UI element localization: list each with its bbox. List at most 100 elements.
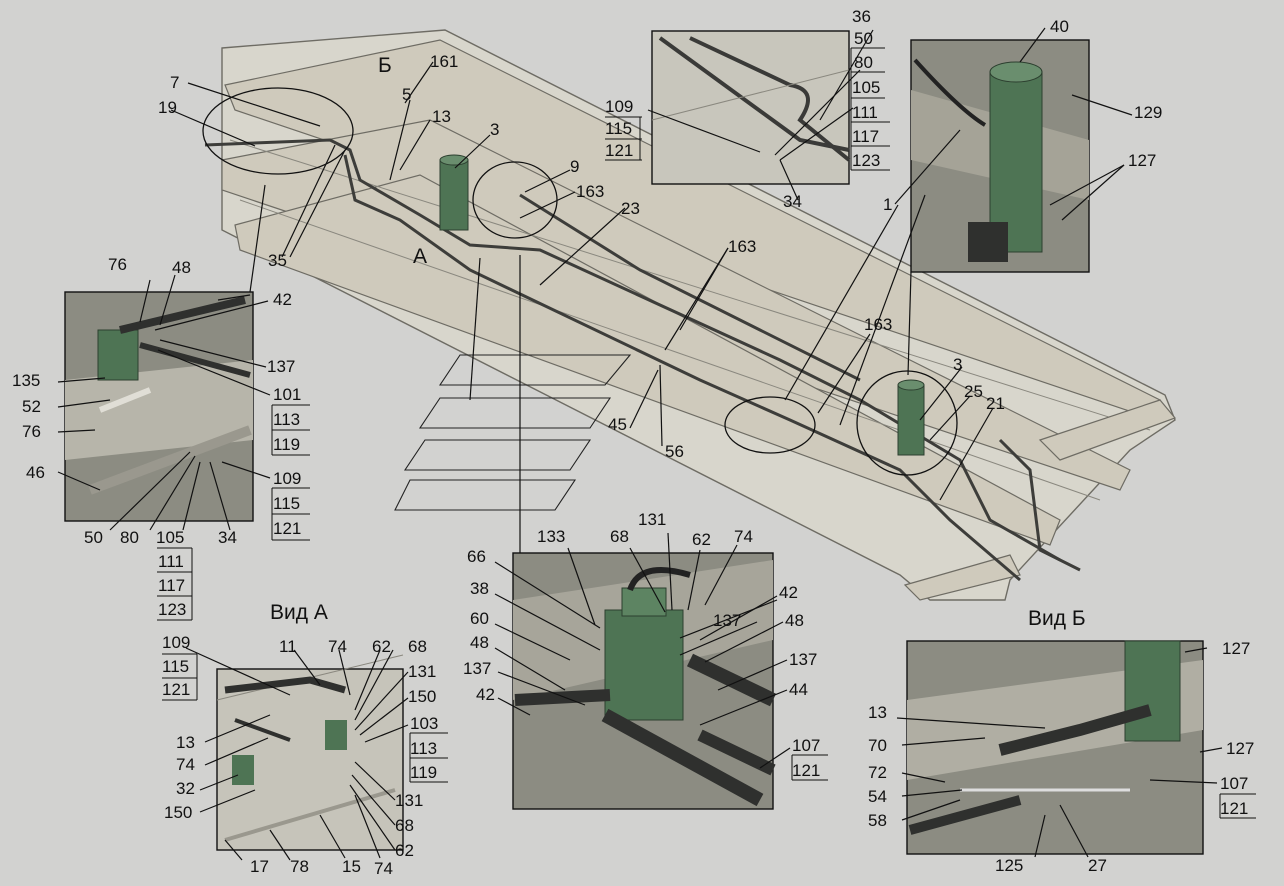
label-72: 72 xyxy=(868,763,887,782)
inset-view-a xyxy=(216,654,404,851)
label-32: 32 xyxy=(176,779,195,798)
label-34-b: 34 xyxy=(783,192,802,211)
label-115-a: 115 xyxy=(273,494,300,513)
label-13-a: 13 xyxy=(176,733,195,752)
label-3-front: 3 xyxy=(490,120,499,139)
label-50-a: 50 xyxy=(84,528,103,547)
view-a-title: Вид А xyxy=(270,601,328,624)
label-121-c: 121 xyxy=(162,680,190,699)
label-105-b: 105 xyxy=(852,78,880,97)
label-3-rear: 3 xyxy=(953,355,962,374)
label-131-b: 131 xyxy=(395,791,423,810)
label-127-a: 127 xyxy=(1128,151,1156,170)
label-163-a: 163 xyxy=(576,182,604,201)
leader-lines xyxy=(57,27,1223,861)
label-109-a: 109 xyxy=(273,469,301,488)
label-121-e: 121 xyxy=(1220,799,1248,818)
label-119-b: 119 xyxy=(410,763,437,782)
label-107-b: 107 xyxy=(1220,774,1248,793)
label-78: 78 xyxy=(290,857,309,876)
label-42-b: 42 xyxy=(476,685,495,704)
label-54: 54 xyxy=(868,787,887,806)
inset-view-b xyxy=(906,640,1204,855)
label-9: 9 xyxy=(570,157,579,176)
label-13-main: 13 xyxy=(432,107,451,126)
label-48-b: 48 xyxy=(470,633,489,652)
label-5: 5 xyxy=(402,85,411,104)
label-150-b: 150 xyxy=(164,803,192,822)
label-163-c: 163 xyxy=(864,315,892,334)
label-56: 56 xyxy=(665,442,684,461)
label-103: 103 xyxy=(410,714,438,733)
label-68-b: 68 xyxy=(395,816,414,835)
label-62-a: 62 xyxy=(372,637,391,656)
label-74-d: 74 xyxy=(734,527,753,546)
callout-b-circle xyxy=(202,87,354,175)
label-111-b: 111 xyxy=(852,103,878,122)
label-21: 21 xyxy=(986,394,1005,413)
label-48-c: 48 xyxy=(785,611,804,630)
label-60: 60 xyxy=(470,609,489,628)
number-underlines xyxy=(157,47,1256,819)
callout-mid-circle xyxy=(724,396,816,454)
label-113-a: 113 xyxy=(273,410,300,429)
label-52: 52 xyxy=(22,397,41,416)
label-127-c: 127 xyxy=(1226,739,1254,758)
label-74-b: 74 xyxy=(176,755,195,774)
label-123-a: 123 xyxy=(158,600,186,619)
marker-b: Б xyxy=(378,54,392,77)
label-46: 46 xyxy=(26,463,45,482)
label-76-a: 76 xyxy=(108,255,127,274)
label-25-visible: 25 xyxy=(964,382,983,401)
label-131-c: 131 xyxy=(638,510,666,529)
label-133: 133 xyxy=(537,527,565,546)
label-27: 27 xyxy=(1088,856,1107,875)
lift-cylinder-front xyxy=(439,154,469,231)
label-161: 161 xyxy=(430,52,458,71)
label-11: 11 xyxy=(279,637,297,656)
label-76-b: 76 xyxy=(22,422,41,441)
label-115-b: 115 xyxy=(605,119,632,138)
label-109-c: 109 xyxy=(162,633,190,652)
label-15: 15 xyxy=(342,857,361,876)
label-23: 23 xyxy=(621,199,640,218)
inset-line-zoom xyxy=(651,30,851,185)
label-107-a: 107 xyxy=(792,736,820,755)
part-number-labels: Б 161 7 19 5 13 3 9 163 23 А 35 163 163 … xyxy=(12,7,1254,878)
label-80-b: 80 xyxy=(854,53,873,72)
label-121-a: 121 xyxy=(273,519,301,538)
label-1: 1 xyxy=(883,195,892,214)
label-113-b: 113 xyxy=(410,739,437,758)
label-42-c: 42 xyxy=(779,583,798,602)
label-137-a: 137 xyxy=(267,357,295,376)
label-121-b: 121 xyxy=(605,141,633,160)
view-b-title: Вид Б xyxy=(1028,607,1086,630)
label-74-a: 74 xyxy=(328,637,347,656)
label-68-c: 68 xyxy=(610,527,629,546)
label-13-b: 13 xyxy=(868,703,887,722)
label-135: 135 xyxy=(12,371,40,390)
label-66: 66 xyxy=(467,547,486,566)
label-137-d: 137 xyxy=(789,650,817,669)
label-131-a: 131 xyxy=(408,662,436,681)
inset-cylinder-zoom xyxy=(910,39,1090,273)
lift-cylinder-rear xyxy=(897,379,925,456)
label-129: 129 xyxy=(1134,103,1162,122)
label-45: 45 xyxy=(608,415,627,434)
label-40: 40 xyxy=(1050,17,1069,36)
label-101: 101 xyxy=(273,385,301,404)
label-58: 58 xyxy=(868,811,887,830)
label-111-a: 111 xyxy=(158,552,184,571)
label-17: 17 xyxy=(250,857,269,876)
label-19: 19 xyxy=(158,98,177,117)
inset-distributor-zoom xyxy=(512,552,777,810)
label-80-a: 80 xyxy=(120,528,139,547)
label-119-a: 119 xyxy=(273,435,300,454)
label-7: 7 xyxy=(170,73,179,92)
label-150-a: 150 xyxy=(408,687,436,706)
label-137-c: 137 xyxy=(713,611,741,630)
label-105-a: 105 xyxy=(156,528,184,547)
label-70: 70 xyxy=(868,736,887,755)
label-62-c: 62 xyxy=(692,530,711,549)
